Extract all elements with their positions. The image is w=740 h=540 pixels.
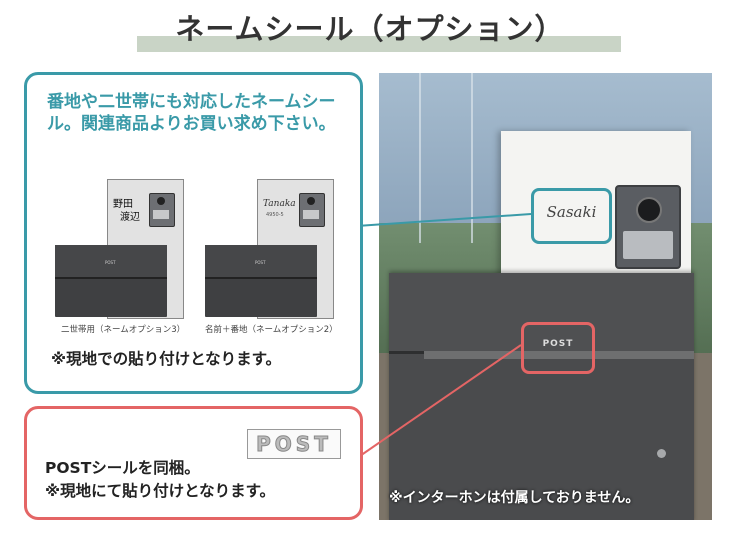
example2-intercom-icon — [299, 193, 325, 227]
window-frame — [471, 73, 473, 243]
post-sticker-line1: POSTシールを同梱。 — [45, 459, 200, 477]
product-photo: Sasaki POST ※インターホンは付属しておりません。 — [379, 73, 712, 520]
photo-note: ※インターホンは付属しておりません。 — [389, 490, 640, 506]
post-sticker-sample: POST — [247, 429, 341, 459]
example2-name: Tanaka — [263, 199, 296, 209]
example2-post-box: POST — [205, 245, 317, 317]
example1-post-box: POST — [55, 245, 167, 317]
post-box-knob — [657, 449, 666, 458]
name-plate-highlight: Sasaki — [531, 188, 612, 244]
teal-note: ※現地での貼り付けとなります。 — [51, 350, 282, 368]
example1-caption: 二世帯用（ネームオプション3） — [61, 325, 186, 335]
name-sticker-panel: 番地や二世帯にも対応したネームシール。関連商品よりお買い求め下さい。 野田 渡辺… — [24, 72, 363, 394]
camera-lens-icon — [636, 197, 662, 223]
example2-address: 4950-5 — [266, 212, 284, 218]
example1-intercom-icon — [149, 193, 175, 227]
name-sticker-heading: 番地や二世帯にも対応したネームシール。関連商品よりお買い求め下さい。 — [47, 92, 336, 134]
example1-name-line1: 野田 — [113, 199, 133, 210]
post-sticker-text: POST — [256, 432, 332, 457]
post-sticker-panel: POST POSTシールを同梱。 ※現地にて貼り付けとなります。 — [24, 406, 363, 520]
post-label-highlight: POST — [521, 322, 595, 374]
intercom-camera — [615, 185, 681, 269]
post-sticker-line2: ※現地にて貼り付けとなります。 — [45, 482, 276, 500]
window-frame — [419, 73, 421, 243]
page-title: ネームシール（オプション） — [175, 12, 565, 46]
post-box-slot — [424, 351, 694, 359]
post-box — [389, 273, 694, 520]
example1-name-line2: 渡辺 — [120, 212, 140, 223]
post-label-text: POST — [542, 339, 574, 349]
example2-caption: 名前＋番地（ネームオプション2） — [205, 325, 338, 335]
intercom-button — [623, 231, 673, 259]
title-underline — [137, 36, 621, 52]
name-plate-text: Sasaki — [546, 203, 597, 221]
